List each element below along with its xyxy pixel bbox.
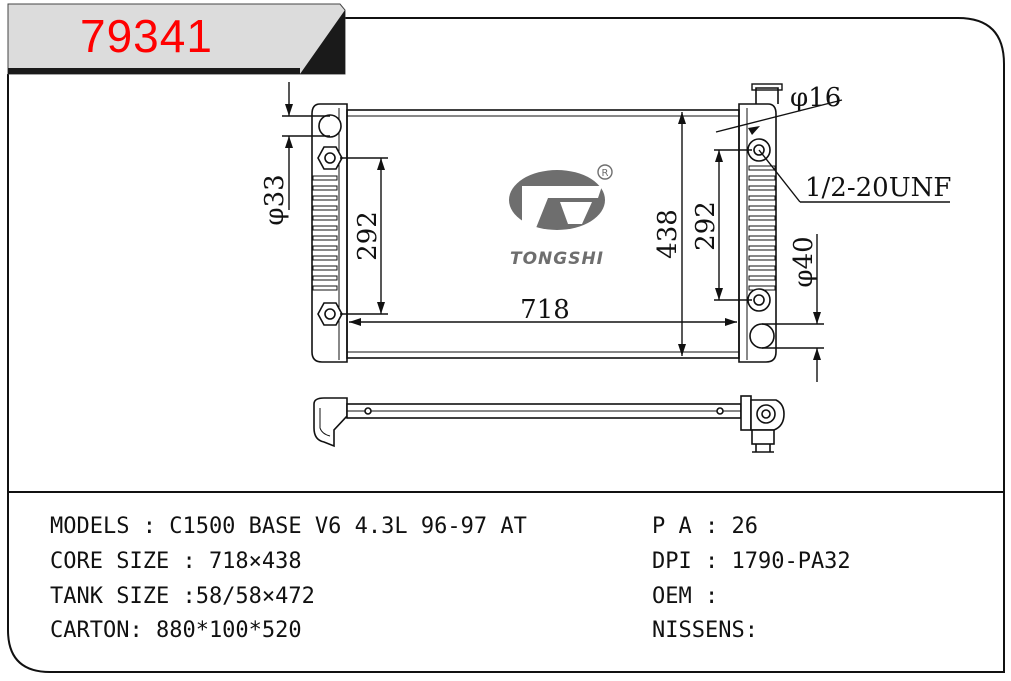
sheet-frame: [7, 17, 1005, 673]
dim-left-pipe-dia: φ33: [260, 174, 290, 225]
dim-filler-neck-dia: φ16: [790, 83, 841, 113]
left-tank-rib: [312, 285, 338, 291]
right-tank-rib: [748, 175, 776, 181]
dim-mount-spacing-left: 292: [353, 211, 383, 261]
right-tank-rib: [748, 235, 776, 241]
left-lower-fitting-nut: [317, 302, 343, 326]
right-tank-rib: [748, 255, 776, 261]
filler-neck: [755, 87, 779, 104]
radiator-side-view: [313, 395, 785, 453]
spec-dpi: DPI : 1790-PA32: [652, 549, 851, 574]
left-tank-rib: [312, 195, 338, 201]
left-tank-rib: [312, 245, 338, 251]
right-lower-fitting: [747, 288, 771, 312]
dim-right-pipe-dia: φ40: [789, 236, 819, 287]
right-tank-rib: [748, 225, 776, 231]
left-tank-rib: [312, 175, 338, 181]
dim-core-height: 438: [653, 209, 683, 259]
left-tank-rib: [312, 275, 338, 281]
right-tank-rib: [748, 265, 776, 271]
part-code-banner: [7, 3, 346, 75]
right-tank-rib: [748, 195, 776, 201]
left-upper-pipe: [318, 114, 342, 138]
spec-core-size: CORE SIZE : 718×438: [50, 549, 302, 574]
left-tank-rib: [312, 255, 338, 261]
right-tank: [738, 103, 777, 363]
spec-tank-size: TANK SIZE :58/58×472: [50, 584, 315, 609]
registered-mark: R: [602, 168, 609, 179]
left-tank-rib: [312, 235, 338, 241]
right-tank-rib: [748, 275, 776, 281]
dim-mount-spacing-right: 292: [691, 201, 721, 251]
left-tank-rib: [312, 265, 338, 271]
dim-core-width: 718: [520, 295, 570, 325]
spec-carton: CARTON: 880*100*520: [50, 618, 302, 643]
left-tank: [311, 103, 348, 363]
left-tank-rib: [312, 185, 338, 191]
brand-name: TONGSHI: [510, 249, 604, 269]
right-tank-rib: [748, 215, 776, 221]
right-tank-rib: [748, 185, 776, 191]
dimension-arrowheads: [285, 104, 821, 360]
right-tank-rib: [748, 245, 776, 251]
part-code: 79341: [80, 10, 213, 62]
right-tank-rib: [748, 205, 776, 211]
left-upper-fitting-nut: [317, 146, 343, 170]
dim-thread-spec: 1/2-20UNF: [805, 173, 951, 203]
right-tank-rib: [748, 165, 776, 171]
left-tank-rib: [312, 205, 338, 211]
brand-logo: R TONGSHI: [509, 164, 613, 269]
spec-oem: OEM :: [652, 584, 719, 609]
right-lower-pipe: [749, 323, 775, 349]
left-tank-rib: [312, 215, 338, 221]
left-tank-rib: [312, 225, 338, 231]
spec-nissens: NISSENS:: [652, 618, 758, 643]
right-tank-ribs: [748, 165, 776, 291]
left-tank-ribs: [312, 175, 338, 291]
spec-pa: P A : 26: [652, 514, 758, 539]
spec-models: MODELS : C1500 BASE V6 4.3L 96-97 AT: [50, 514, 527, 539]
